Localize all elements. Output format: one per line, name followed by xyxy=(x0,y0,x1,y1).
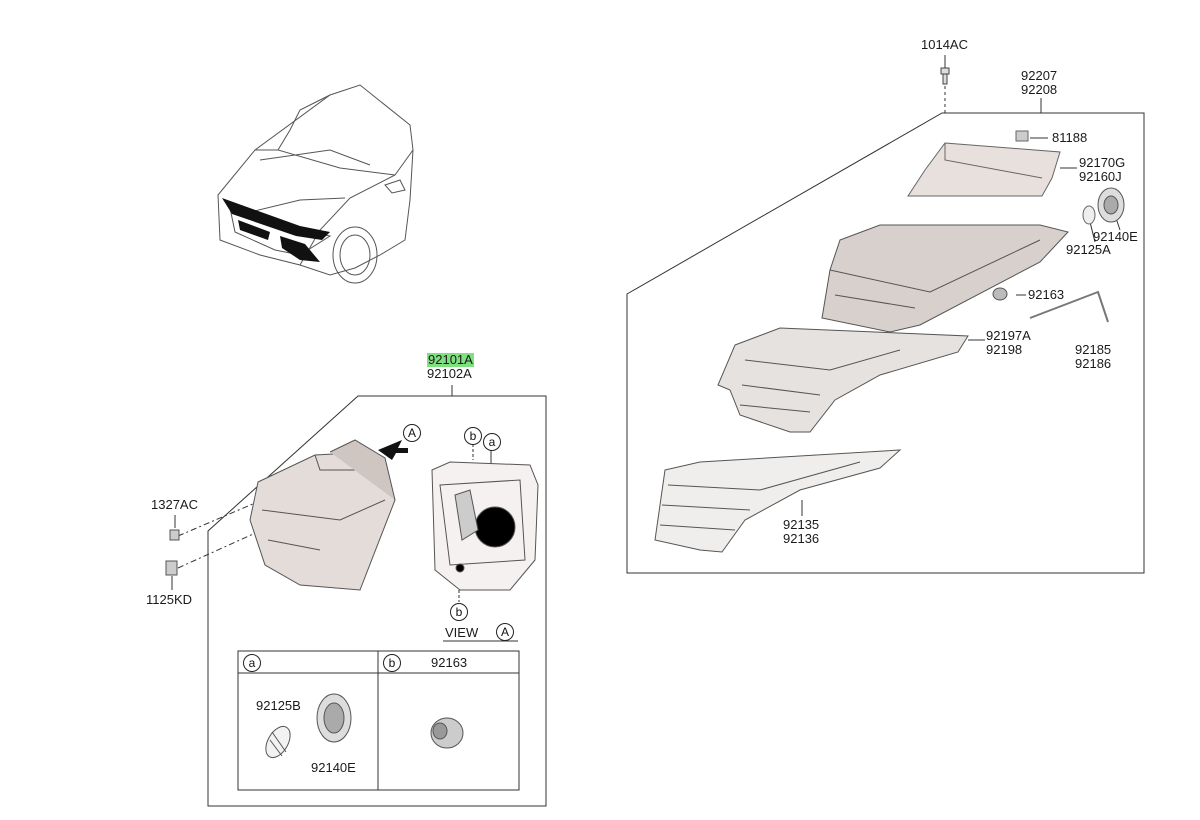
part-92135-shape xyxy=(654,449,902,553)
ref-circle-A-arrow: A xyxy=(403,424,421,442)
part-81188-shape xyxy=(1015,130,1029,142)
callout-92125A[interactable]: 92125A xyxy=(1066,242,1111,257)
callout-1125KD[interactable]: 1125KD xyxy=(146,592,193,607)
ref-circle-b-bottom: b xyxy=(450,603,468,621)
left-assembly-frame xyxy=(207,395,547,807)
callout-92186[interactable]: 92186 xyxy=(1075,356,1112,371)
callout-92102A[interactable]: 92102A xyxy=(427,366,472,381)
callout-92197A[interactable]: 92197A xyxy=(986,328,1031,343)
table-col-b-title[interactable]: 92163 xyxy=(431,655,468,670)
callout-92125B[interactable]: 92125B xyxy=(256,698,301,713)
callout-92198[interactable]: 92198 xyxy=(986,342,1023,357)
callout-92101A-92102A[interactable]: 92101A 92102A xyxy=(427,353,474,381)
part-92185-shape xyxy=(1029,290,1109,323)
view-label: VIEW xyxy=(445,625,479,640)
callout-92207[interactable]: 92207 xyxy=(1021,68,1058,83)
part-92170G-shape xyxy=(907,142,1061,197)
callout-92170G[interactable]: 92170G xyxy=(1079,155,1126,170)
callout-92185[interactable]: 92185 xyxy=(1075,342,1112,357)
callout-92170G-92160J[interactable]: 92170G 92160J xyxy=(1079,156,1125,184)
callout-92135[interactable]: 92135 xyxy=(783,517,820,532)
view-A-lamp-rear xyxy=(431,461,539,591)
part-92125A-shape xyxy=(1082,205,1096,225)
callout-92163-right[interactable]: 92163 xyxy=(1028,287,1065,302)
part-1327AC-shape xyxy=(169,529,180,541)
callout-92140E-detail[interactable]: 92140E xyxy=(311,760,356,775)
callout-92185-92186[interactable]: 92185 92186 xyxy=(1075,343,1111,371)
callout-1327AC[interactable]: 1327AC xyxy=(151,497,198,512)
detail-92163-shape xyxy=(430,717,464,749)
table-ref-a: a xyxy=(243,654,261,672)
ref-circle-A-view: A xyxy=(496,623,514,641)
callout-92135-92136[interactable]: 92135 92136 xyxy=(783,518,819,546)
part-92197A-shape xyxy=(717,327,969,433)
lamp-body-upper xyxy=(821,224,1069,333)
callout-1014AC[interactable]: 1014AC xyxy=(921,37,968,52)
callout-92197A-92198[interactable]: 92197A 92198 xyxy=(986,329,1031,357)
detail-92140E-shape xyxy=(316,693,352,743)
table-ref-b: b xyxy=(383,654,401,672)
callout-92207-92208[interactable]: 92207 92208 xyxy=(1021,69,1057,97)
callout-81188[interactable]: 81188 xyxy=(1052,130,1088,145)
callout-92208[interactable]: 92208 xyxy=(1021,82,1058,97)
ref-circle-a-top: a xyxy=(483,433,501,451)
ref-circle-b-top: b xyxy=(464,427,482,445)
callout-92136[interactable]: 92136 xyxy=(783,531,820,546)
callout-92160J[interactable]: 92160J xyxy=(1079,169,1122,184)
callout-92140E-right[interactable]: 92140E xyxy=(1093,229,1138,244)
part-1014AC-shape xyxy=(940,67,950,85)
left-headlamp-assembly xyxy=(249,439,396,591)
part-92140E-right-shape xyxy=(1097,187,1125,223)
part-92163-right-shape xyxy=(992,287,1008,301)
vehicle-sketch xyxy=(217,84,414,284)
detail-92125B-shape xyxy=(265,725,291,759)
right-assembly-frame xyxy=(626,112,1145,574)
view-direction-arrow xyxy=(378,440,408,460)
vehicle-headlamp-highlight xyxy=(222,198,330,262)
callout-92101A[interactable]: 92101A xyxy=(427,352,474,367)
part-1125KD-shape xyxy=(165,560,178,576)
